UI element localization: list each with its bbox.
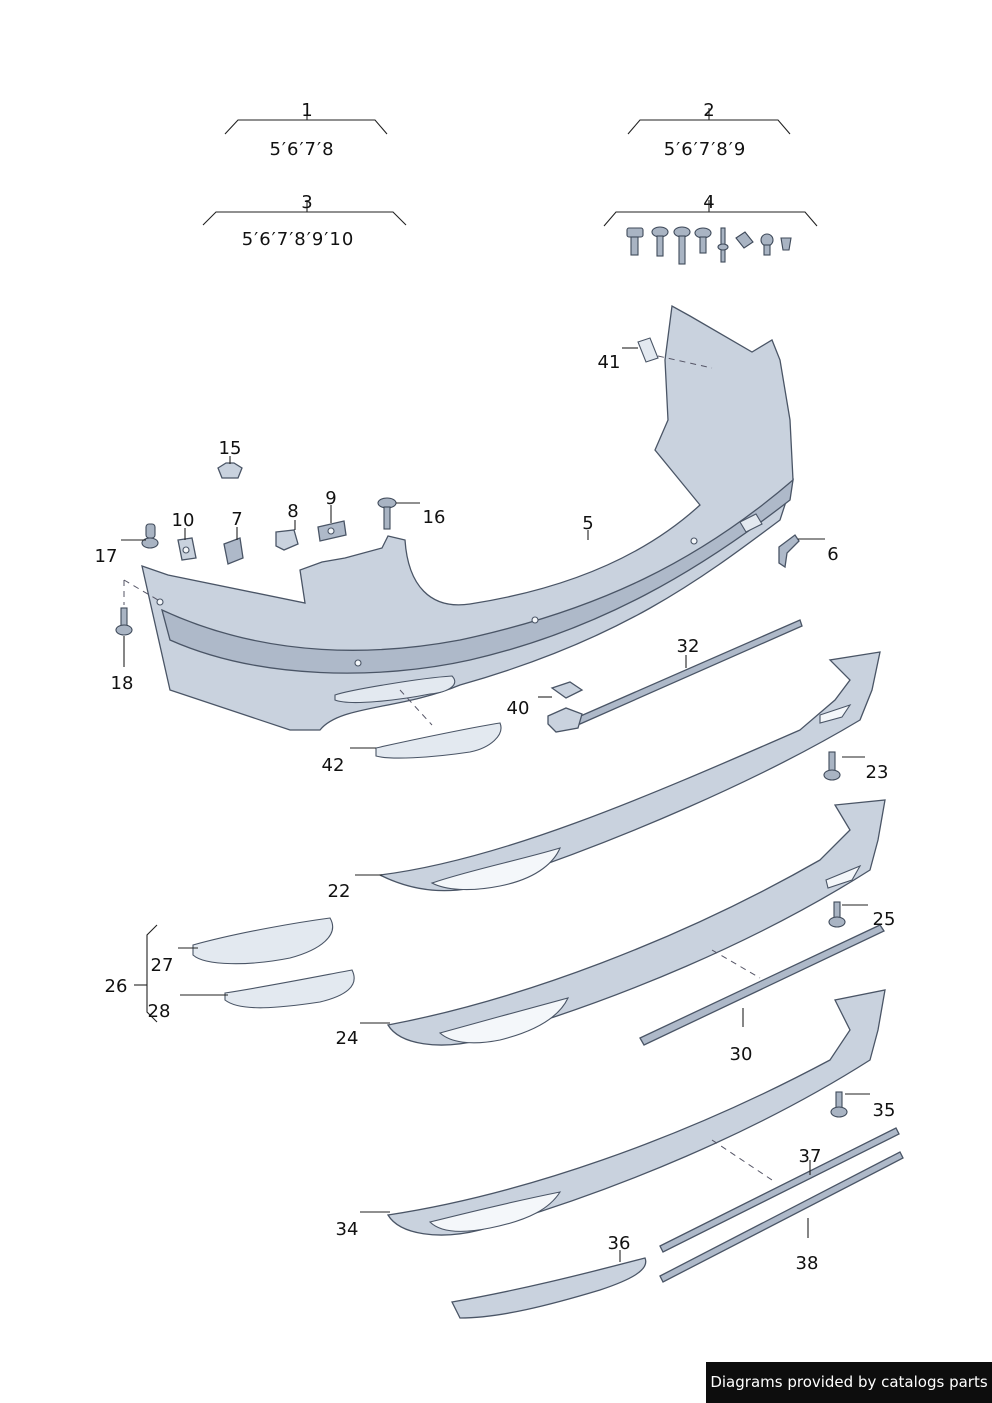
- wiring-32: [547, 619, 803, 733]
- diffuser-22: [377, 651, 881, 892]
- callout-10: 10: [172, 510, 195, 531]
- screw-18: [115, 607, 133, 636]
- callout-7: 7: [231, 509, 242, 530]
- callout-42: 42: [322, 755, 345, 776]
- callout-34: 34: [336, 1219, 359, 1240]
- screw-35: [830, 1091, 848, 1118]
- group-2: 2 5′6′7′8′9: [627, 100, 791, 160]
- callout-40: 40: [507, 698, 530, 719]
- insert-27: [192, 917, 333, 965]
- trim-42: [375, 722, 502, 759]
- insert-36: [451, 1257, 647, 1319]
- clip-6: [778, 534, 800, 569]
- strip-37: [659, 1127, 900, 1253]
- group-1: 1 5′6′7′8: [224, 100, 388, 160]
- group-3-refs: 5′6′7′8′9′10: [242, 229, 355, 250]
- callout-28: 28: [148, 1001, 171, 1022]
- bumper-cover: [141, 304, 794, 731]
- callout-25: 25: [873, 909, 896, 930]
- clip-9: [317, 520, 347, 542]
- callout-41: 41: [598, 352, 621, 373]
- bracket-8: [275, 529, 299, 551]
- clip-41: [637, 337, 659, 363]
- clip-7: [223, 537, 244, 565]
- callout-27: 27: [151, 955, 174, 976]
- group-2-number: 2: [703, 100, 714, 121]
- group-2-refs: 5′6′7′8′9: [664, 139, 747, 160]
- callout-18: 18: [111, 673, 134, 694]
- callout-32: 32: [677, 636, 700, 657]
- diffuser-24: [386, 799, 886, 1046]
- strip-30: [639, 924, 885, 1046]
- callout-36: 36: [608, 1233, 631, 1254]
- credits-banner: Diagrams provided by catalogs parts: [706, 1362, 992, 1403]
- group-1-refs: 5′6′7′8: [269, 139, 334, 160]
- callout-23: 23: [866, 762, 889, 783]
- callout-9: 9: [325, 488, 336, 509]
- group-3: 3 5′6′7′8′9′10: [202, 192, 407, 250]
- guide-17: [141, 523, 159, 549]
- screw-16: [377, 497, 397, 530]
- callout-labels: 5 6 7 8 9 10 15 16 17 18 22 23 24 25 26 …: [95, 352, 896, 1274]
- callout-37: 37: [799, 1146, 822, 1167]
- leader-lines: [121, 347, 870, 1262]
- group-3-number: 3: [301, 192, 312, 213]
- callout-26: 26: [105, 976, 128, 997]
- fastener-set-icon: [626, 226, 792, 265]
- callout-8: 8: [287, 501, 298, 522]
- clip-15: [217, 462, 243, 479]
- callout-35: 35: [873, 1100, 896, 1121]
- insert-28: [224, 969, 355, 1009]
- group-4: 4: [603, 192, 818, 265]
- strip-38: [659, 1151, 904, 1283]
- callout-22: 22: [328, 881, 351, 902]
- callout-38: 38: [796, 1253, 819, 1274]
- group-1-number: 1: [301, 100, 312, 121]
- screw-25: [828, 901, 846, 928]
- callout-16: 16: [423, 507, 446, 528]
- callout-30: 30: [730, 1044, 753, 1065]
- callout-17: 17: [95, 546, 118, 567]
- callout-5: 5: [582, 513, 593, 534]
- callout-6: 6: [827, 544, 838, 565]
- clip-10: [177, 537, 197, 561]
- callout-24: 24: [336, 1028, 359, 1049]
- callout-15: 15: [219, 438, 242, 459]
- group-4-number: 4: [703, 192, 714, 213]
- diffuser-34: [386, 989, 886, 1236]
- screw-23: [823, 751, 841, 781]
